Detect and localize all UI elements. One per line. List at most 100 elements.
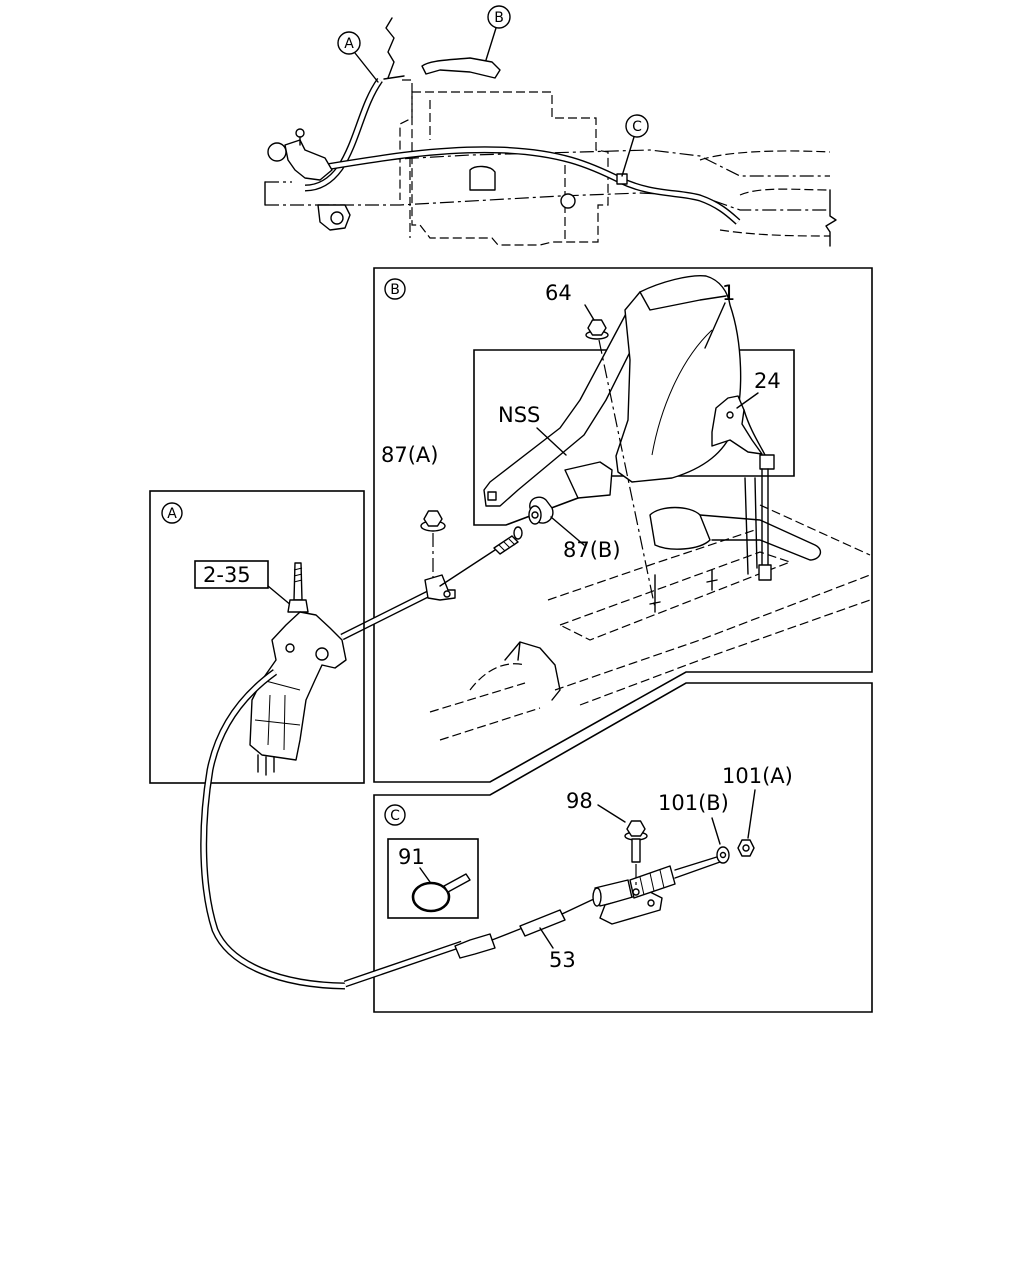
console-cover-contour: [651, 329, 713, 456]
shift-cable-b-inner: [341, 590, 433, 639]
brake-cable-overview: [319, 146, 741, 225]
shifter-stud-threads: [293, 567, 303, 583]
clip-91-inset: [387, 838, 479, 919]
ref-label-2-35: 2-35: [203, 563, 251, 587]
leader-53: [539, 927, 554, 949]
shift-lever: [383, 17, 405, 80]
transfer-bracket: [284, 139, 333, 181]
floor-connector: [758, 564, 772, 581]
view-c-tag-circle: [384, 804, 406, 826]
cable-end-fitting-face: [592, 887, 602, 907]
shifter-pivot: [285, 643, 295, 653]
shift-cable-loop-inner: [201, 670, 346, 989]
floor-stud-2: [706, 569, 718, 591]
cable-thread-ticks: [498, 538, 516, 552]
callout-b-label: B: [494, 10, 504, 26]
callout-c-leader: [621, 136, 635, 177]
cable-wire-to-fitting: [561, 897, 597, 915]
frame-break-line: [825, 189, 837, 247]
cable-inner-wire-c: [491, 928, 521, 941]
leader-101b: [711, 817, 721, 845]
shifter-prongs: [257, 754, 275, 776]
crossmember-line-3: [719, 229, 831, 237]
transmission-case-feature: [469, 165, 496, 191]
label-24: 24: [754, 369, 781, 393]
cable-sheath-section: [519, 909, 566, 937]
view-b-tag-circle: [384, 278, 406, 300]
shifter-housing-detail: [254, 679, 301, 751]
leader-98: [597, 804, 626, 823]
ref-box-2-35: [194, 560, 269, 589]
callout-a-circle: [337, 31, 361, 55]
callout-a-leader: [354, 52, 379, 83]
switch-wire: [761, 468, 769, 567]
tunnel-shoulder: [469, 663, 526, 691]
floor-line-6: [759, 504, 871, 556]
transfer-boss: [295, 128, 305, 138]
callout-b-circle: [487, 5, 511, 29]
nut-64: [587, 319, 607, 336]
callout-c-circle: [625, 114, 649, 138]
floor-line-5: [547, 529, 756, 601]
cable-boot-ribs: [639, 869, 665, 896]
shifter-housing: [249, 611, 347, 761]
label-64: 64: [545, 281, 572, 305]
view-c-frame: [373, 682, 873, 1013]
floor-line-4: [579, 599, 871, 706]
leader-24: [736, 392, 759, 409]
label-91: 91: [398, 845, 425, 869]
view-a-tag: A: [167, 506, 177, 522]
cable-mount-bracket-hole: [647, 899, 655, 907]
mount-hole: [330, 211, 344, 225]
lever-arm: [699, 514, 822, 561]
nut-87b-hole: [531, 511, 539, 519]
leader-64: [584, 304, 595, 321]
lever-base: [649, 506, 711, 550]
switch-harness: [743, 409, 766, 456]
frame-rail-lower: [265, 192, 830, 211]
brake-cable-53-inner: [344, 942, 463, 986]
label-98: 98: [566, 789, 593, 813]
ref-leader: [267, 585, 293, 607]
crossmember-line-2: [699, 150, 831, 161]
label-nss: NSS: [498, 403, 540, 427]
label-1: 1: [722, 281, 735, 305]
label-101a: 101(A): [722, 764, 793, 788]
cable-threaded-end: [493, 535, 519, 555]
crossmember-line-1: [739, 188, 831, 196]
switch-bracket-hole: [726, 411, 734, 419]
console-mount-plate: [558, 551, 792, 641]
threaded-rod: [674, 855, 721, 879]
label-53: 53: [549, 948, 576, 972]
tunnel-hump: [504, 641, 561, 701]
label-87a: 87(A): [381, 443, 438, 467]
view-c-tag: C: [390, 808, 400, 824]
bolt-98-head: [626, 820, 646, 837]
transmission-outline: [411, 91, 609, 246]
nut-101a-hole: [742, 844, 750, 852]
floor-line-3: [554, 574, 871, 691]
switch-connector: [759, 454, 775, 470]
nss-lever-end: [487, 491, 497, 501]
cable-clamp-hole: [443, 590, 451, 598]
shifter-stud-base: [287, 599, 309, 613]
floor-stud-1: [649, 574, 661, 613]
clip-91-tail: [443, 873, 471, 893]
washer-101b-hole: [719, 851, 727, 859]
lever-rod-1: [744, 477, 749, 575]
detail-view-c: C 98 101(B) 101(A): [343, 682, 873, 1013]
detail-view-b: B: [340, 267, 873, 783]
vehicle-overview: A B C: [264, 5, 837, 247]
nut-87a: [423, 510, 443, 527]
console-cover-ridge: [639, 291, 727, 311]
bolt-98-hole: [632, 888, 640, 896]
bolt-98-shank: [631, 838, 641, 863]
switch-bracket: [711, 395, 763, 455]
view-a-tag-circle: [161, 502, 183, 524]
transfer-pulley: [267, 142, 287, 162]
callout-b-leader: [485, 27, 497, 61]
lever-under-block: [564, 461, 613, 499]
callout-a-label: A: [344, 36, 354, 52]
transmission-mount: [560, 193, 576, 209]
